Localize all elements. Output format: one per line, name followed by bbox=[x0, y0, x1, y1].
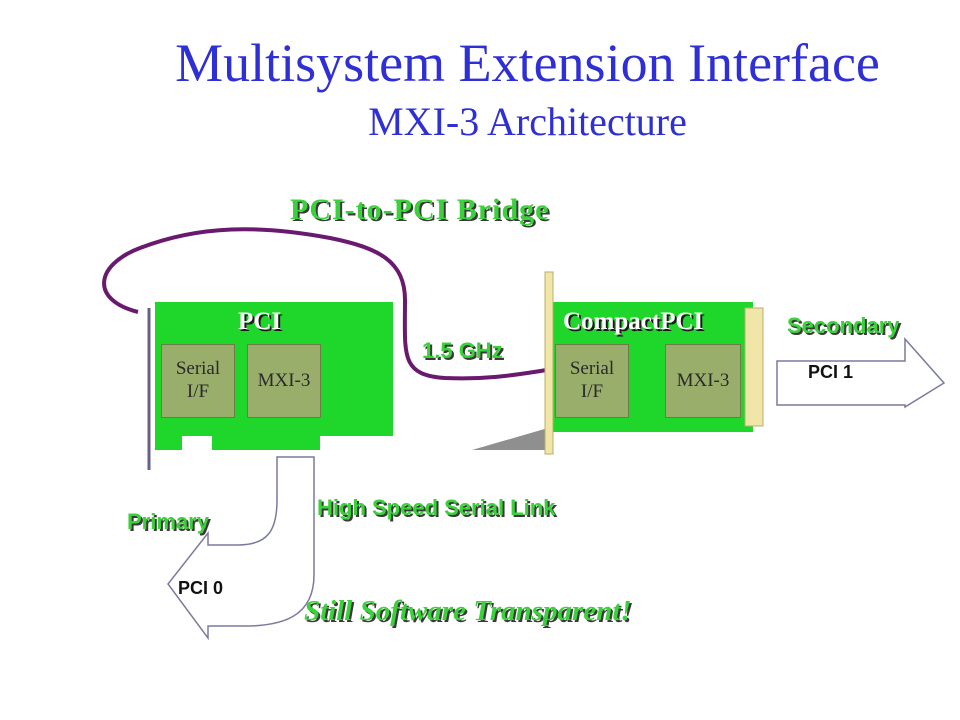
bridge-label: PCI-to-PCI Bridge bbox=[290, 193, 550, 226]
pci-serial-if-chip: Serial I/F bbox=[161, 344, 235, 418]
cpci-mxi3-chip: MXI-3 bbox=[665, 344, 741, 418]
cpci-serial-if-chip: Serial I/F bbox=[555, 344, 629, 418]
cpci-faceplate bbox=[544, 271, 554, 455]
pci-card-title: PCI bbox=[238, 308, 282, 335]
cpci-backplane-connector bbox=[744, 307, 764, 427]
link-speed-label: 1.5 GHz bbox=[422, 338, 503, 363]
tagline: Still Software Transparent! bbox=[304, 595, 632, 627]
page-subtitle: MXI-3 Architecture bbox=[368, 99, 687, 144]
cpci-card-title: CompactPCI bbox=[563, 308, 704, 335]
page-title: Multisystem Extension Interface bbox=[175, 33, 880, 93]
pci0-arrow bbox=[167, 456, 315, 641]
pci1-arrow bbox=[776, 337, 946, 409]
serial-link-label: High Speed Serial Link bbox=[317, 495, 556, 520]
pci1-label: PCI 1 bbox=[808, 362, 854, 382]
primary-label: Primary bbox=[127, 509, 209, 534]
pci0-label: PCI 0 bbox=[178, 578, 224, 598]
pci-mxi3-chip: MXI-3 bbox=[247, 344, 321, 418]
secondary-label: Secondary bbox=[787, 313, 900, 338]
serial-cable bbox=[102, 227, 548, 381]
cpci-shadow bbox=[472, 428, 548, 450]
